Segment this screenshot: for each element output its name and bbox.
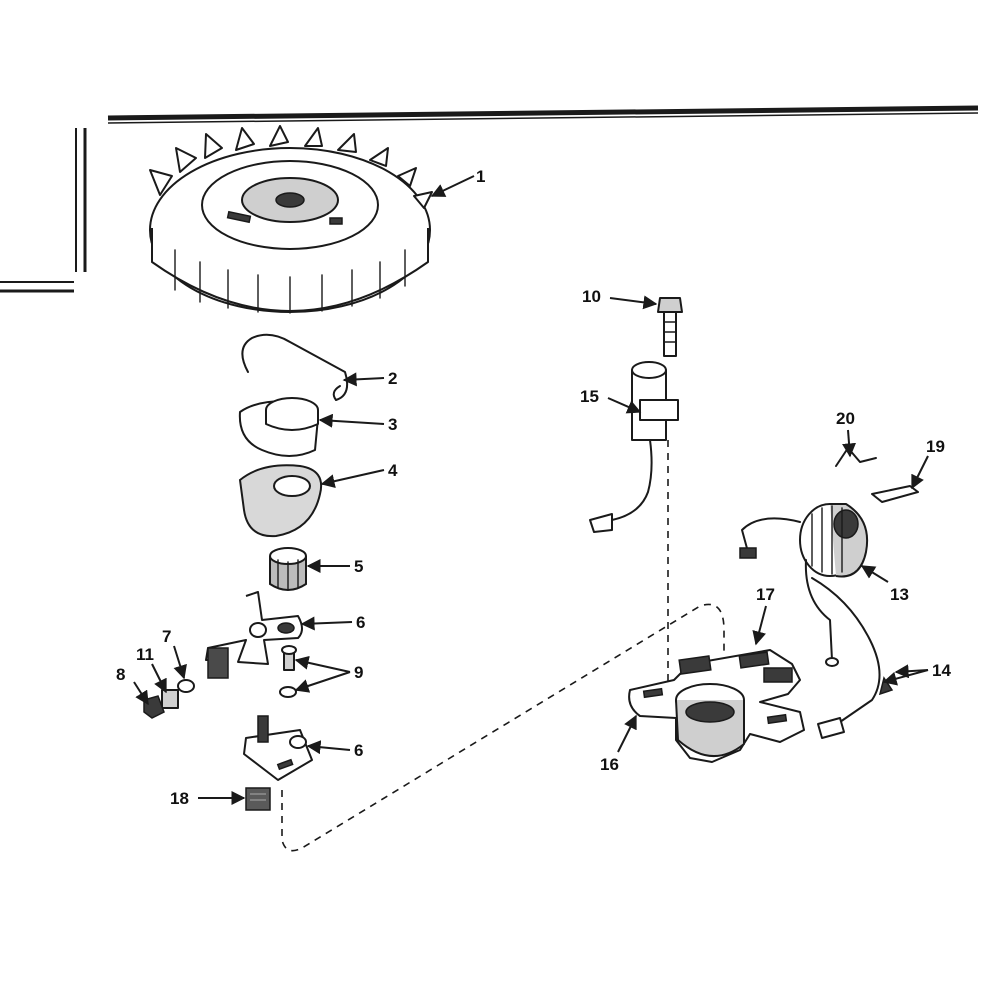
callout-19: 19 [926, 437, 945, 456]
callout-2: 2 [388, 369, 397, 388]
flywheel-part [149, 125, 433, 314]
callout-7: 7 [162, 627, 171, 646]
wire-clip-part [835, 447, 877, 467]
gasket-part [238, 464, 322, 538]
seal-part [238, 397, 319, 457]
spring-clip-part [241, 333, 349, 401]
callout-5: 5 [354, 557, 363, 576]
insulator-part [871, 485, 919, 503]
assembly-path [281, 603, 725, 852]
callout-10: 10 [582, 287, 601, 306]
callout-18: 18 [170, 789, 189, 808]
callout-15: 15 [580, 387, 599, 406]
felt-wick-part [245, 787, 271, 811]
callout-4: 4 [388, 461, 398, 480]
callout-leaders [133, 175, 929, 805]
bushing-part [269, 547, 307, 591]
mounting-plate-part [243, 715, 313, 781]
ignition-coil-part [739, 503, 868, 667]
callout-16: 16 [600, 755, 619, 774]
callout-1: 1 [476, 167, 485, 186]
callout-20: 20 [836, 409, 855, 428]
callout-9: 9 [354, 663, 363, 682]
callout-17: 17 [756, 585, 775, 604]
screw-part [279, 645, 297, 698]
page-frame [0, 105, 979, 293]
condenser-part [589, 361, 679, 533]
lead-wires-part [811, 577, 894, 739]
callout-11: 11 [136, 645, 154, 664]
breaker-arm-part [205, 591, 303, 679]
bolt-part [657, 297, 683, 357]
callout-3: 3 [388, 415, 397, 434]
callout-8: 8 [116, 665, 125, 684]
callout-13: 13 [890, 585, 909, 604]
callout-14: 14 [932, 661, 951, 680]
callout-6-arm: 6 [356, 613, 365, 632]
callout-6-plate: 6 [354, 741, 363, 760]
stator-plate-part [628, 649, 805, 763]
callout-labels: 1 2 3 4 5 6 9 6 7 11 8 18 10 15 20 19 13… [116, 167, 951, 808]
terminal-hardware-part [143, 679, 195, 719]
